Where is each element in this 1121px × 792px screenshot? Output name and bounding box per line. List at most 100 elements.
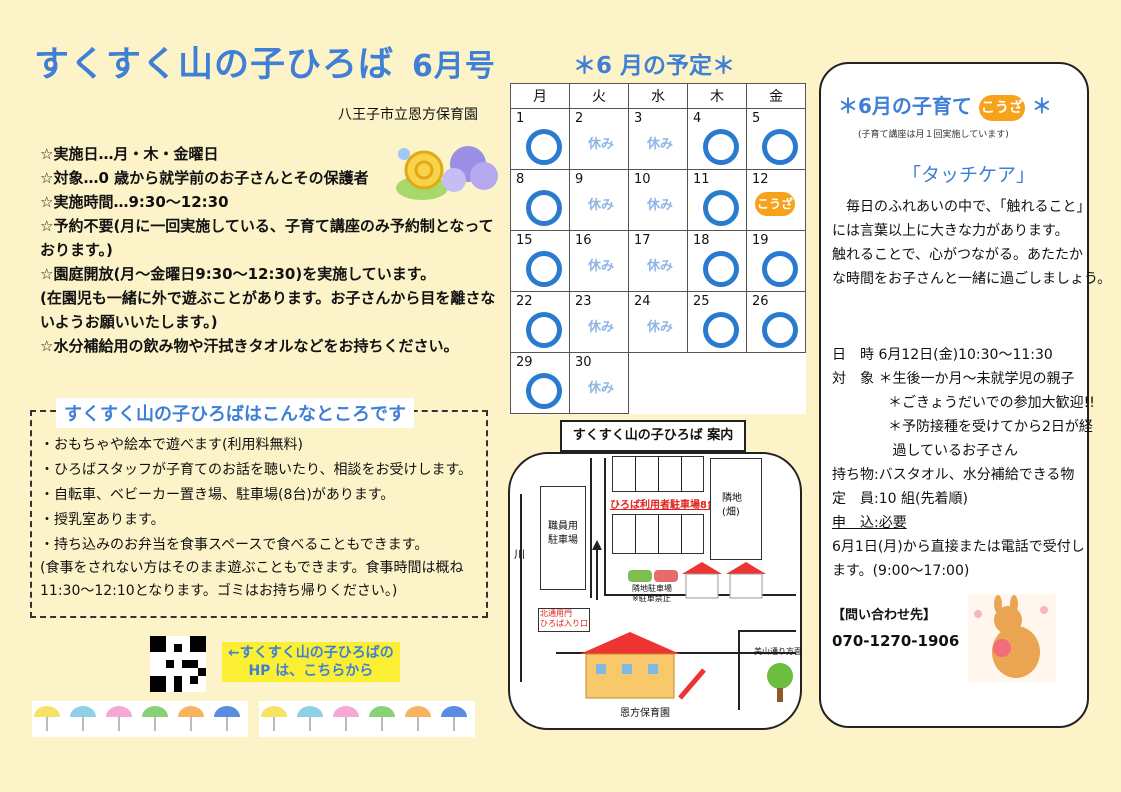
map-road xyxy=(738,630,796,632)
day-number: 23 xyxy=(575,294,592,309)
feature-line: ・おもちゃや絵本で遊べます(利用料無料) xyxy=(40,437,303,453)
parking-label: ひろば利用者駐車場8台 xyxy=(610,500,717,511)
feature-line: ・自転車、ベビーカー置き場、駐車場(8台)があります。 xyxy=(40,487,395,503)
calendar-day: 19 xyxy=(746,230,806,292)
weekday-header: 月 xyxy=(510,83,570,109)
info-line: ☆対象…0 歳から就学前のお子さんとその保護者 xyxy=(40,169,369,187)
road-label: 美山通り方面 xyxy=(754,647,802,656)
kangaroo-illustration xyxy=(968,594,1056,682)
topic-title: 「タッチケア」 xyxy=(902,164,1036,186)
map-road xyxy=(658,514,659,554)
arrow-up-icon xyxy=(592,540,602,600)
issue-label: 6月号 xyxy=(412,49,496,84)
info-line: ☆予約不要(月に一回実施している、子育て講座のみ予約制となって xyxy=(40,217,494,235)
weekday-header: 水 xyxy=(628,83,688,109)
calendar-day: 22 xyxy=(510,291,570,353)
map-road xyxy=(604,458,606,594)
info-line: (在園児も一緒に外で遊ぶことがあります。お子さんから目を離さな xyxy=(40,289,496,307)
day-number: 22 xyxy=(516,294,533,309)
info-line: ☆水分補給用の飲み物や汗拭きタオルなどをお持ちください。 xyxy=(40,337,459,355)
map-road xyxy=(658,456,659,492)
feature-line: (食事をされない方はそのまま遊ぶこともできます。食事時間は概ね xyxy=(40,560,464,576)
calendar-empty xyxy=(747,353,806,414)
map-road xyxy=(681,456,682,492)
info-line: ☆実施日…月・木・金曜日 xyxy=(40,145,219,163)
info-line: おります。) xyxy=(40,241,113,259)
detail-line: 対 象 ＊生後一か月～未就学児の親子 xyxy=(832,371,1075,387)
kouza-day-badge: こうざ xyxy=(755,192,795,216)
calendar-day: 18 xyxy=(687,230,747,292)
staff-parking xyxy=(540,486,586,590)
open-day-circle-icon xyxy=(526,373,562,409)
map-road xyxy=(590,458,592,598)
snail-hydrangea-illustration xyxy=(396,146,498,200)
north-gate xyxy=(538,608,590,632)
calendar-day: 26 xyxy=(746,291,806,353)
kosodate-title: ＊6月の子育て こうざ ＊ xyxy=(838,90,1052,121)
neighbor-field-label: 隣地 (畑) xyxy=(722,493,742,518)
kouza-badge: こうざ xyxy=(978,94,1025,121)
rest-day-label: 休み xyxy=(647,137,674,152)
day-number: 19 xyxy=(752,233,769,248)
umbrella-decoration xyxy=(32,701,248,737)
calendar-day: 5 xyxy=(746,108,806,170)
weekday-header: 火 xyxy=(569,83,629,109)
open-day-circle-icon xyxy=(703,251,739,287)
topic-body-line: には言葉以上に大きな力があります。 xyxy=(832,223,1069,239)
calendar-day: 4 xyxy=(687,108,747,170)
day-number: 29 xyxy=(516,355,533,370)
detail-line: 日 時 6月12日(金)10:30～11:30 xyxy=(832,347,1053,363)
map-title: すくすく山の子ひろば 案内 xyxy=(560,420,746,452)
kosodate-note: (子育て講座は月１回実施しています) xyxy=(858,130,1009,140)
hp-link[interactable]: ←すくすく山の子ひろばの HP は、こちらから xyxy=(222,642,400,682)
feature-line: ・持ち込みのお弁当を食事スペースで食べることもできます。 xyxy=(40,537,429,553)
qr-code-icon[interactable] xyxy=(150,636,206,692)
open-day-circle-icon xyxy=(703,129,739,165)
contact-phone[interactable]: 070-1270-1906 xyxy=(832,632,960,650)
map-road xyxy=(635,514,636,554)
calendar-empty xyxy=(629,353,688,414)
day-number: 26 xyxy=(752,294,769,309)
tree-icon xyxy=(767,663,793,702)
rest-day-label: 休み xyxy=(588,198,615,213)
detail-line: 過しているお子さん xyxy=(832,443,1019,459)
map-road xyxy=(635,456,636,492)
rest-day-label: 休み xyxy=(647,320,674,335)
open-day-circle-icon xyxy=(762,312,798,348)
map-road xyxy=(520,494,522,682)
day-number: 9 xyxy=(575,172,584,187)
feature-line: ・授乳室あります。 xyxy=(40,512,165,528)
features-title: すくすく山の子ひろばはこんなところです xyxy=(56,398,414,428)
detail-line: 持ち物:バスタオル、水分補給できる物 xyxy=(832,467,1075,483)
day-number: 12 xyxy=(752,172,769,187)
weekday-header: 金 xyxy=(746,83,806,109)
day-number: 4 xyxy=(693,111,702,126)
open-day-circle-icon xyxy=(703,190,739,226)
rest-day-label: 休み xyxy=(588,137,615,152)
calendar-day: 1 xyxy=(510,108,570,170)
info-line: ☆園庭開放(月～金曜日9:30～12:30)を実施しています。 xyxy=(40,265,436,283)
nursery-label: 恩方保育園 xyxy=(620,708,670,719)
calendar-day: 25 xyxy=(687,291,747,353)
open-day-circle-icon xyxy=(526,312,562,348)
rest-day-label: 休み xyxy=(647,259,674,274)
schedule-title: ＊6 月の予定＊ xyxy=(573,53,736,79)
river-label: 川 xyxy=(514,548,525,561)
rest-day-label: 休み xyxy=(588,259,615,274)
calendar-day: 12 こうざ xyxy=(746,169,806,231)
calendar-day: 15 xyxy=(510,230,570,292)
feature-line: 11:30～12:10となります。ゴミはお持ち帰りください。) xyxy=(40,583,398,599)
kosodate-title-post: ＊ xyxy=(1031,94,1052,118)
calendar-day: 8 xyxy=(510,169,570,231)
neighbor-parking-label: 隣地駐車場 ※駐車禁止 xyxy=(632,584,672,603)
day-number: 11 xyxy=(693,172,710,187)
day-number: 25 xyxy=(693,294,710,309)
organization-name: 八王子市立恩方保育園 xyxy=(338,107,478,123)
rest-day-label: 休み xyxy=(647,198,674,213)
day-number: 16 xyxy=(575,233,592,248)
nursery-building-illustration xyxy=(580,632,706,700)
open-day-circle-icon xyxy=(526,190,562,226)
